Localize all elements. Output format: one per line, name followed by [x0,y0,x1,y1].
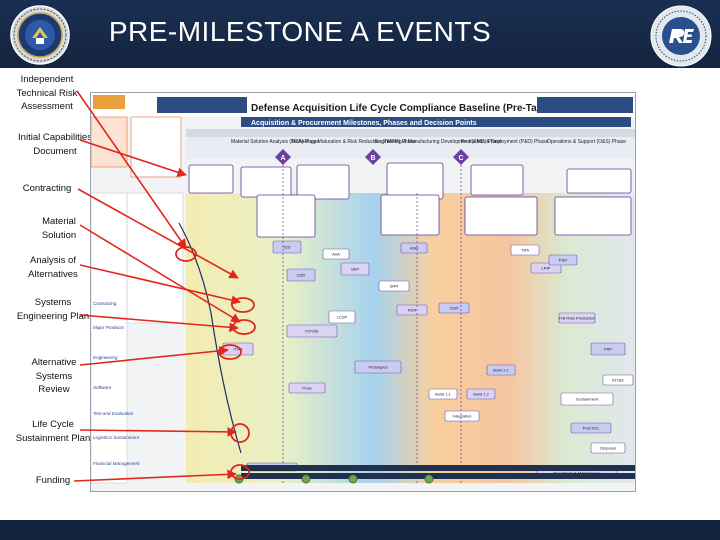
footer-bar [0,520,720,540]
chart-title: Defense Acquisition Life Cycle Complianc… [251,103,571,114]
lifecycle-box [486,364,516,376]
lifecycle-box [396,304,428,316]
lifecycle-box-label: CDR [450,306,459,311]
row-label-financial: Financial Management [93,461,140,466]
row-label-engineering: Engineering [93,355,118,360]
lifecycle-box [530,262,562,274]
lifecycle-box-label: TRA [521,248,529,253]
label-asr: Alternative Systems Review [31,357,77,395]
label-itra: Independent Technical Risk Assessment [16,74,78,112]
lifecycle-box [590,442,626,454]
lifecycle-box [558,312,596,324]
slide-header: PRE-MILESTONE A EVENTS [0,0,720,68]
lifecycle-box-label: FOT&E [305,329,319,334]
lifecycle-box [272,240,302,254]
lifecycle-box-label: Build 2.1 [493,368,509,373]
lifecycle-box-label: LRIP [542,266,551,271]
lifecycle-box-label: CDD [297,273,306,278]
label-icd: Initial Capabilities Document [18,132,92,157]
slide-title: PRE-MILESTONE A EVENTS [108,16,492,47]
row-label-logistics: Logistics/ Sustainment [93,435,140,440]
lifecycle-box [602,374,634,386]
lifecycle-box-label: PDR [408,308,417,313]
label-aoa: Analysis of Alternatives [28,255,78,280]
lifecycle-box [354,360,402,374]
intro-banner [157,97,247,113]
lifecycle-box-label: Full Rate Production [559,316,595,321]
lifecycle-box [286,268,316,282]
lifecycle-box [340,262,370,276]
label-contracting: Contracting [22,183,72,194]
lifecycle-box [400,242,428,254]
lifecycle-box-label: ICD [284,245,291,250]
label-material-solution: Material Solution [41,216,77,241]
milestone-c-diamond [453,149,469,165]
lifecycle-box [328,310,356,324]
lifecycle-box [378,280,410,292]
lifecycle-box-label: LCSP [337,315,348,320]
dod-seal-icon [10,5,70,65]
lifecycle-box [286,324,338,338]
lifecycle-box-label: Disposal [600,446,615,451]
legend-box [93,95,125,109]
lifecycle-box-label: Post IOC [583,426,599,431]
lifecycle-box [548,254,578,266]
lifecycle-box-label: Prototypes [368,365,387,370]
milestone-b-diamond [365,149,381,165]
lifecycle-box [510,244,540,256]
label-funding: Funding [35,475,71,486]
lifecycle-box-label: AoA [332,252,340,257]
row-label-contracting: Contracting [93,301,117,306]
lifecycle-box [428,388,458,400]
adaptive-banner [537,97,633,113]
lifecycle-box-label: SEP [351,267,359,272]
lifecycle-box-label: Sustainment [576,397,599,402]
lifecycle-box-label: ASR [410,246,418,251]
lifecycle-box-label: Build 1.1 [435,392,451,397]
lifecycle-box [438,302,470,314]
lifecycle-box [444,410,480,422]
phase-msa: Material Solution Analysis (MSA) Phase [231,139,319,145]
row-label-software: Software [93,385,112,390]
milestone-a-diamond [275,149,291,165]
milestone-c-label: C [458,155,463,162]
lifecycle-box-label: ITRA [233,347,242,352]
lifecycle-box [288,382,326,394]
lifecycle-box-label: Build 1.2 [473,392,489,397]
acquisition-lifecycle-chart: Defense Acquisition Life Cycle Complianc… [90,92,636,492]
chart-subtitle: Acquisition & Procurement Milestones, Ph… [251,120,477,127]
lifecycle-box [570,422,612,434]
lifecycle-box [322,248,350,260]
lifecycle-box [466,388,496,400]
lifecycle-box-label: PSR [559,258,567,263]
phase-os: Operations & Support (O&S) Phase [547,139,626,145]
lifecycle-box-label: IOT&E [612,378,624,383]
milestone-b-label: B [370,155,375,162]
milestone-a-label: A [280,155,285,162]
lifecycle-box [590,342,626,356]
lifecycle-box [560,392,614,406]
phase-emd: Engineering & Manufacturing Development … [375,139,502,145]
lifecycle-box-label: FRP [604,347,612,352]
label-sep: Systems Engineering Plan [16,297,90,322]
lifecycle-box-label: SRR [390,284,399,289]
label-lcsp: Life Cycle Sustainment Plan [15,419,91,444]
phase-pd: Production & Deployment (P&D) Phase [461,139,548,145]
re-logo-icon [650,5,712,67]
row-label-major-products: Major Products [93,325,125,330]
row-label-test-evaluation: Test and Evaluation [93,411,134,416]
phase-tmrr: Technology Maturation & Risk Reduction (… [291,139,416,145]
lifecycle-chart-svg: Defense Acquisition Life Cycle Complianc… [91,93,635,491]
lifecycle-box-label: Integration [453,414,472,419]
lifecycle-box-label: Proto [302,386,312,391]
